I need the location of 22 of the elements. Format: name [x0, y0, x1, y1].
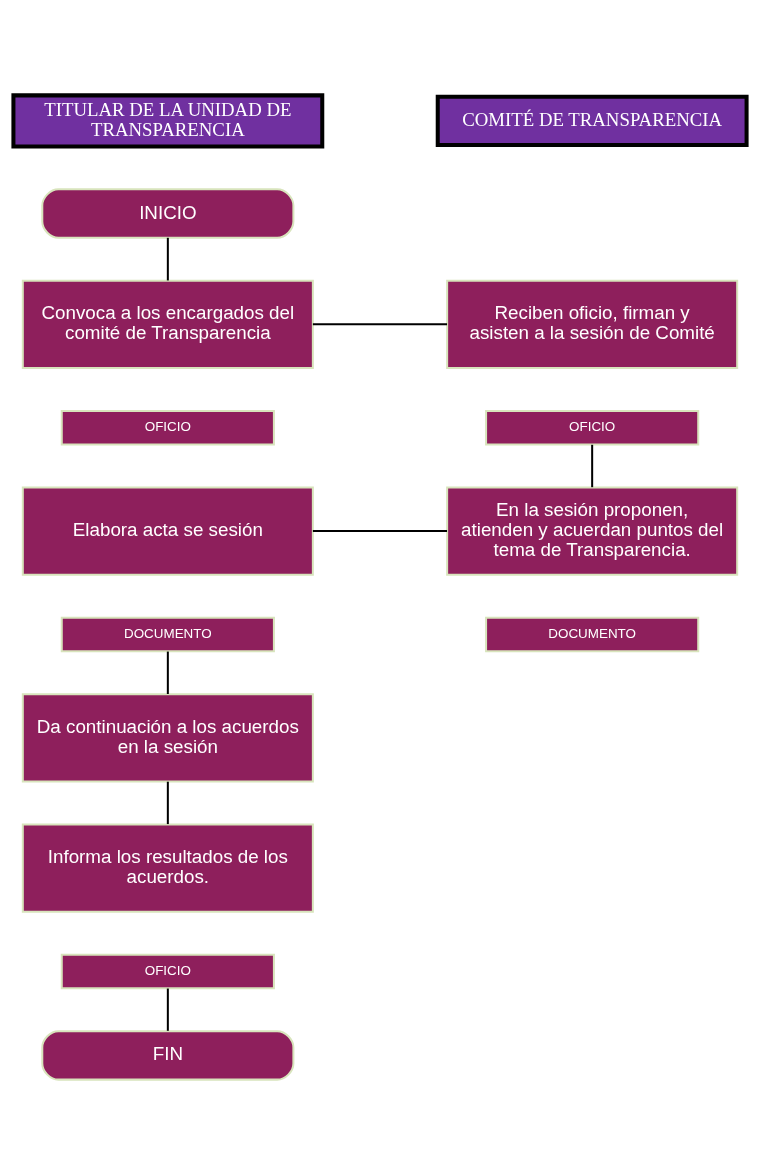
node-box: Reciben oficio, firman y asisten a la sesión de Comité	[446, 279, 739, 369]
node-box: Elabora acta se sesión	[21, 486, 314, 576]
connector	[166, 237, 169, 281]
connector	[166, 781, 169, 825]
node-box: Convoca a los encargados del comité de Transparencia	[21, 279, 314, 369]
connector	[591, 444, 594, 488]
node-box: OFICIO	[60, 953, 275, 990]
connector	[312, 323, 448, 326]
node-box: En la sesión proponen, atienden y acuerdan puntos del tema de Transparencia.	[446, 486, 739, 576]
node-box: OFICIO	[60, 409, 275, 446]
node-box: Da continuación a los acuerdos en la sesión	[21, 693, 314, 783]
connector	[312, 530, 448, 533]
node-box: DOCUMENTO	[485, 616, 700, 653]
node-box: Informa los resultados de los acuerdos.	[21, 823, 314, 913]
connector	[166, 651, 169, 694]
node-box: TITULAR DE LA UNIDAD DE TRANSPARENCIA	[11, 93, 325, 149]
node-box: COMITÉ DE TRANSPARENCIA	[435, 94, 749, 148]
node-box: OFICIO	[485, 409, 700, 446]
node-box: FIN	[41, 1030, 295, 1081]
node-box: DOCUMENTO	[60, 616, 275, 653]
connector	[166, 988, 169, 1031]
node-box: INICIO	[41, 188, 295, 239]
